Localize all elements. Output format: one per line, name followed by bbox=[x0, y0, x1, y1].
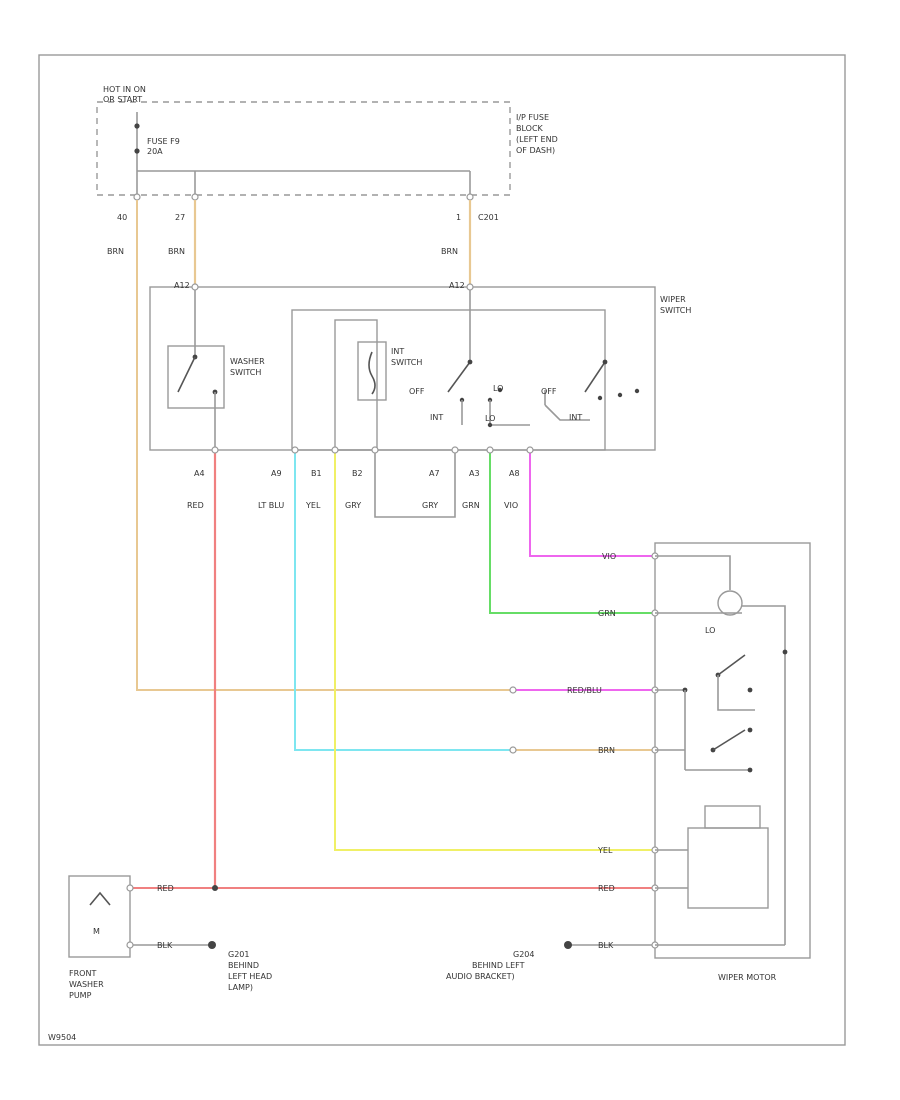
wiper-switch-box bbox=[149, 286, 656, 451]
pin-a12-right-label: A12 bbox=[449, 281, 465, 290]
fuse-block-label-2: BLOCK bbox=[516, 124, 544, 133]
motor-wire-blk-label: BLK bbox=[598, 941, 614, 950]
motor-wire-red-label: RED bbox=[598, 884, 615, 893]
fuse-block-label-4: OF DASH) bbox=[516, 146, 555, 155]
ground-g201-label-4: LAMP) bbox=[228, 983, 253, 992]
wire-brn-label-3: BRN bbox=[441, 247, 458, 256]
hot-in-label: HOT IN ON bbox=[103, 85, 146, 94]
wire-gry-label-2: GRY bbox=[422, 501, 438, 510]
pin-a7-label: A7 bbox=[429, 469, 440, 478]
wiper-motor-label: WIPER MOTOR bbox=[718, 973, 777, 982]
pump-label-1: FRONT bbox=[69, 969, 96, 978]
pin-a3-label: A3 bbox=[469, 469, 480, 478]
washer-switch-label-1: WASHER bbox=[230, 357, 265, 366]
ground-g201-label-1: G201 bbox=[228, 950, 249, 959]
pump-wire-red-label: RED bbox=[157, 884, 174, 893]
pin-27-label: 27 bbox=[175, 213, 185, 222]
pump-label-3: PUMP bbox=[69, 991, 92, 1000]
labels: HOT IN ON OR START FUSE F9 20A I/P FUSE … bbox=[48, 85, 777, 1042]
int-switch-label-1: INT bbox=[391, 347, 404, 356]
wire-yel-label: YEL bbox=[305, 501, 321, 510]
int-label-1: INT bbox=[430, 413, 443, 422]
pin-a12-left-label: A12 bbox=[174, 281, 190, 290]
wire-brn-label-2: BRN bbox=[168, 247, 185, 256]
ground-g201-label-3: LEFT HEAD bbox=[228, 972, 272, 981]
wiper-switch-label-1: WIPER bbox=[660, 295, 686, 304]
motor-wire-grn-label: GRN bbox=[598, 609, 616, 618]
motor-wire-brn-label: BRN bbox=[598, 746, 615, 755]
wiper-motor-internal bbox=[651, 552, 788, 949]
wire-grn-label: GRN bbox=[462, 501, 480, 510]
wire-gry-label-1: GRY bbox=[345, 501, 361, 510]
wire-brn-label-1: BRN bbox=[107, 247, 124, 256]
fuse-label: FUSE F9 bbox=[147, 137, 180, 146]
washer-pump-box bbox=[68, 875, 131, 958]
motor-wire-red-blu-label: RED/BLU bbox=[567, 686, 602, 695]
washer-pump-internal: M bbox=[89, 884, 134, 949]
ground-g204-label-2: BEHIND LEFT bbox=[472, 961, 525, 970]
wire-red-label: RED bbox=[187, 501, 204, 510]
lo-label-2: LO bbox=[485, 414, 495, 423]
pin-a9-label: A9 bbox=[271, 469, 282, 478]
pin-b2-label: B2 bbox=[352, 469, 363, 478]
motor-wire-vio-label: VIO bbox=[602, 552, 616, 561]
pin-b1-label: B1 bbox=[311, 469, 322, 478]
motor-wire-yel-label: YEL bbox=[597, 846, 613, 855]
wiper-switch-internal bbox=[167, 283, 640, 518]
fuse-block-label-3: (LEFT END bbox=[516, 135, 558, 144]
wires bbox=[130, 200, 655, 946]
inline-connectors bbox=[208, 686, 572, 949]
wire-vio-label: VIO bbox=[504, 501, 518, 510]
pump-label-2: WASHER bbox=[69, 980, 104, 989]
pin-a4-label: A4 bbox=[194, 469, 205, 478]
fuse-block-label-1: I/P FUSE bbox=[516, 113, 549, 122]
ground-g201-label-2: BEHIND bbox=[228, 961, 259, 970]
int-label-2: INT bbox=[569, 413, 582, 422]
fuse-f9 bbox=[133, 112, 474, 201]
motor-lo-label: LO bbox=[705, 626, 715, 635]
ground-g204-label-3: AUDIO BRACKET) bbox=[446, 972, 515, 981]
pump-wire-blk-label: BLK bbox=[157, 941, 173, 950]
pump-motor-symbol: M bbox=[93, 927, 100, 936]
washer-switch-label-2: SWITCH bbox=[230, 368, 261, 377]
off-label-2: OFF bbox=[541, 387, 557, 396]
or-start-label: OR START bbox=[103, 95, 142, 104]
int-switch-label-2: SWITCH bbox=[391, 358, 422, 367]
connector-c201-label: C201 bbox=[478, 213, 499, 222]
diagram-border bbox=[38, 54, 846, 1046]
wire-lt-blu-label: LT BLU bbox=[258, 501, 284, 510]
pin-40-label: 40 bbox=[117, 213, 127, 222]
ground-g204-label-1: G204 bbox=[513, 950, 534, 959]
lo-label-1: LO bbox=[493, 384, 503, 393]
off-label-1: OFF bbox=[409, 387, 425, 396]
drawing-id-label: W9504 bbox=[48, 1033, 76, 1042]
pin-a8-label: A8 bbox=[509, 469, 520, 478]
fuse-amp-label: 20A bbox=[147, 147, 163, 156]
pin-1-label: 1 bbox=[456, 213, 461, 222]
wiper-switch-label-2: SWITCH bbox=[660, 306, 691, 315]
